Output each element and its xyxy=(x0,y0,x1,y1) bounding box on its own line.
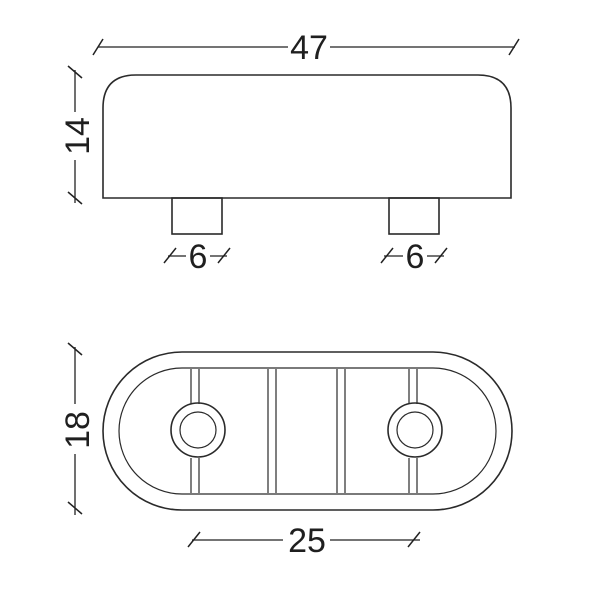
top-view-right-hole xyxy=(387,402,443,458)
dimension-right-peg: 6 xyxy=(380,238,448,276)
dimension-width: 18 xyxy=(59,342,97,515)
dimension-left-peg-label: 6 xyxy=(189,238,208,276)
dimension-right-peg-label: 6 xyxy=(406,238,425,276)
side-view-body xyxy=(102,74,512,199)
side-view-right-peg xyxy=(388,197,440,235)
dimension-height: 14 xyxy=(59,65,97,205)
dimension-overall-length-label: 47 xyxy=(290,29,328,67)
top-view-inner-outline xyxy=(118,367,497,495)
dimension-overall-length: 47 xyxy=(92,29,520,67)
side-view: 47 14 6 6 xyxy=(59,29,520,276)
top-view-left-hole xyxy=(170,402,226,458)
side-view-left-peg xyxy=(171,197,223,235)
top-view-ribs xyxy=(190,369,418,493)
top-view-outer-outline xyxy=(102,351,513,511)
dimension-height-label: 14 xyxy=(59,117,97,155)
dimension-width-label: 18 xyxy=(59,411,97,449)
dimension-hole-spacing: 25 xyxy=(187,522,421,560)
top-view: 18 25 xyxy=(59,342,513,560)
dimension-hole-spacing-label: 25 xyxy=(288,522,326,560)
dimension-left-peg: 6 xyxy=(163,238,231,276)
